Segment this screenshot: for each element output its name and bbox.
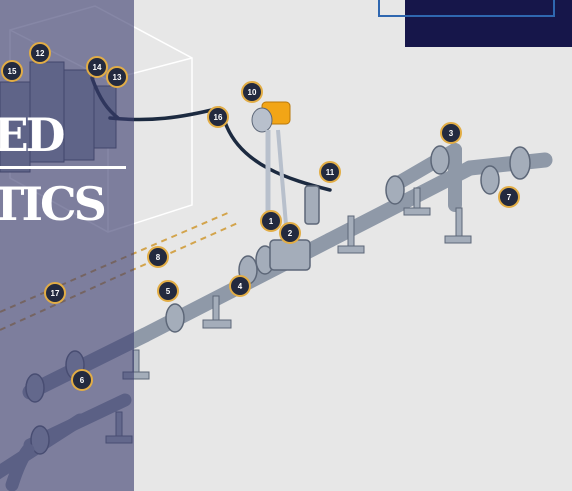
hotspot-marker-12[interactable]: 12 <box>29 42 51 64</box>
hotspot-marker-2[interactable]: 2 <box>279 222 301 244</box>
hotspot-marker-5[interactable]: 5 <box>157 280 179 302</box>
headline-line-1: CED <box>0 108 66 162</box>
headline-line-2: STICS <box>0 177 107 231</box>
hotspot-marker-14[interactable]: 14 <box>86 56 108 78</box>
hotspot-marker-3[interactable]: 3 <box>440 122 462 144</box>
hotspot-marker-4[interactable]: 4 <box>229 275 251 297</box>
hotspot-marker-11[interactable]: 11 <box>319 161 341 183</box>
hotspot-marker-8[interactable]: 8 <box>147 246 169 268</box>
headline-divider <box>0 166 126 169</box>
nav-frame <box>378 0 555 17</box>
hotspot-marker-17[interactable]: 17 <box>44 282 66 304</box>
hotspot-marker-16[interactable]: 16 <box>207 106 229 128</box>
nav-panel <box>405 0 572 47</box>
hotspot-marker-7[interactable]: 7 <box>498 186 520 208</box>
hotspot-marker-6[interactable]: 6 <box>71 369 93 391</box>
hotspot-marker-15[interactable]: 15 <box>1 60 23 82</box>
hotspot-marker-10[interactable]: 10 <box>241 81 263 103</box>
hotspot-marker-13[interactable]: 13 <box>106 66 128 88</box>
hotspot-marker-1[interactable]: 1 <box>260 210 282 232</box>
